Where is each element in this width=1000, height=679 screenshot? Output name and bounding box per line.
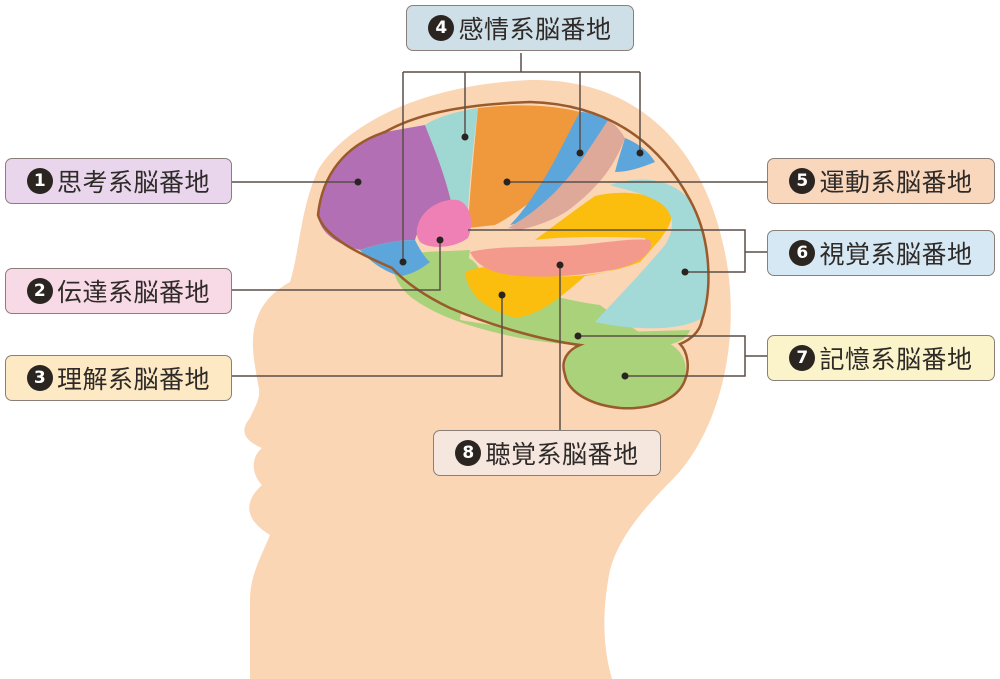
label-hearing: 8 聴覚系脳番地 — [433, 430, 661, 476]
number-badge: 3 — [26, 365, 53, 391]
region-memory — [565, 334, 686, 409]
label-communication: 2 伝達系脳番地 — [5, 268, 232, 314]
region-sensory — [508, 120, 625, 230]
region-hearing — [470, 239, 651, 277]
region-emotion-blue — [510, 112, 608, 225]
label-thinking: 1 思考系脳番地 — [5, 158, 232, 204]
label-text: 視覚系脳番地 — [819, 240, 973, 269]
label-memory: 7 記憶系脳番地 — [767, 335, 995, 381]
label-text: 感情系脳番地 — [458, 15, 612, 44]
pointer-dot — [681, 268, 689, 276]
label-understanding: 3 理解系脳番地 — [5, 355, 232, 401]
region-visual — [595, 179, 709, 329]
region-communication — [416, 199, 472, 247]
brain-outline — [316, 100, 710, 410]
connector-line — [232, 295, 503, 377]
number-badge: 5 — [789, 168, 816, 194]
label-visual: 6 視覚系脳番地 — [767, 230, 995, 276]
pointer-dot — [461, 133, 469, 141]
pointer-dot — [556, 261, 564, 269]
pointer-dot — [574, 332, 582, 340]
label-text: 伝達系脳番地 — [56, 278, 210, 307]
label-text: 運動系脳番地 — [819, 168, 973, 197]
label-motor: 5 運動系脳番地 — [767, 158, 995, 204]
number-badge: 1 — [26, 168, 53, 194]
connector-lines — [232, 53, 767, 430]
number-badge: 8 — [455, 440, 482, 466]
region-blue-lower-left — [360, 240, 430, 276]
number-badge: 7 — [789, 345, 816, 371]
pointer-dots — [354, 133, 689, 380]
number-badge: 6 — [789, 240, 816, 266]
label-text: 聴覚系脳番地 — [485, 440, 639, 469]
label-emotion: 4 感情系脳番地 — [406, 5, 634, 51]
region-emotion-blue-small — [615, 138, 655, 172]
pointer-dot — [354, 178, 362, 186]
pointer-dot — [399, 258, 407, 266]
region-motor — [468, 105, 580, 228]
connector-line — [232, 240, 441, 291]
pointer-dot — [621, 372, 629, 380]
label-text: 思考系脳番地 — [56, 168, 210, 197]
connector-line — [468, 229, 746, 273]
label-text: 理解系脳番地 — [56, 365, 210, 394]
pointer-dot — [636, 149, 644, 157]
region-thinking — [318, 125, 452, 250]
number-badge: 4 — [428, 15, 455, 41]
region-yellow — [465, 192, 672, 318]
pointer-dot — [498, 291, 506, 299]
pointer-dot — [503, 178, 511, 186]
label-text: 記憶系脳番地 — [819, 345, 973, 374]
pointer-dot — [576, 149, 584, 157]
brain — [316, 100, 710, 410]
pointer-dot — [436, 236, 444, 244]
number-badge: 2 — [26, 278, 53, 304]
